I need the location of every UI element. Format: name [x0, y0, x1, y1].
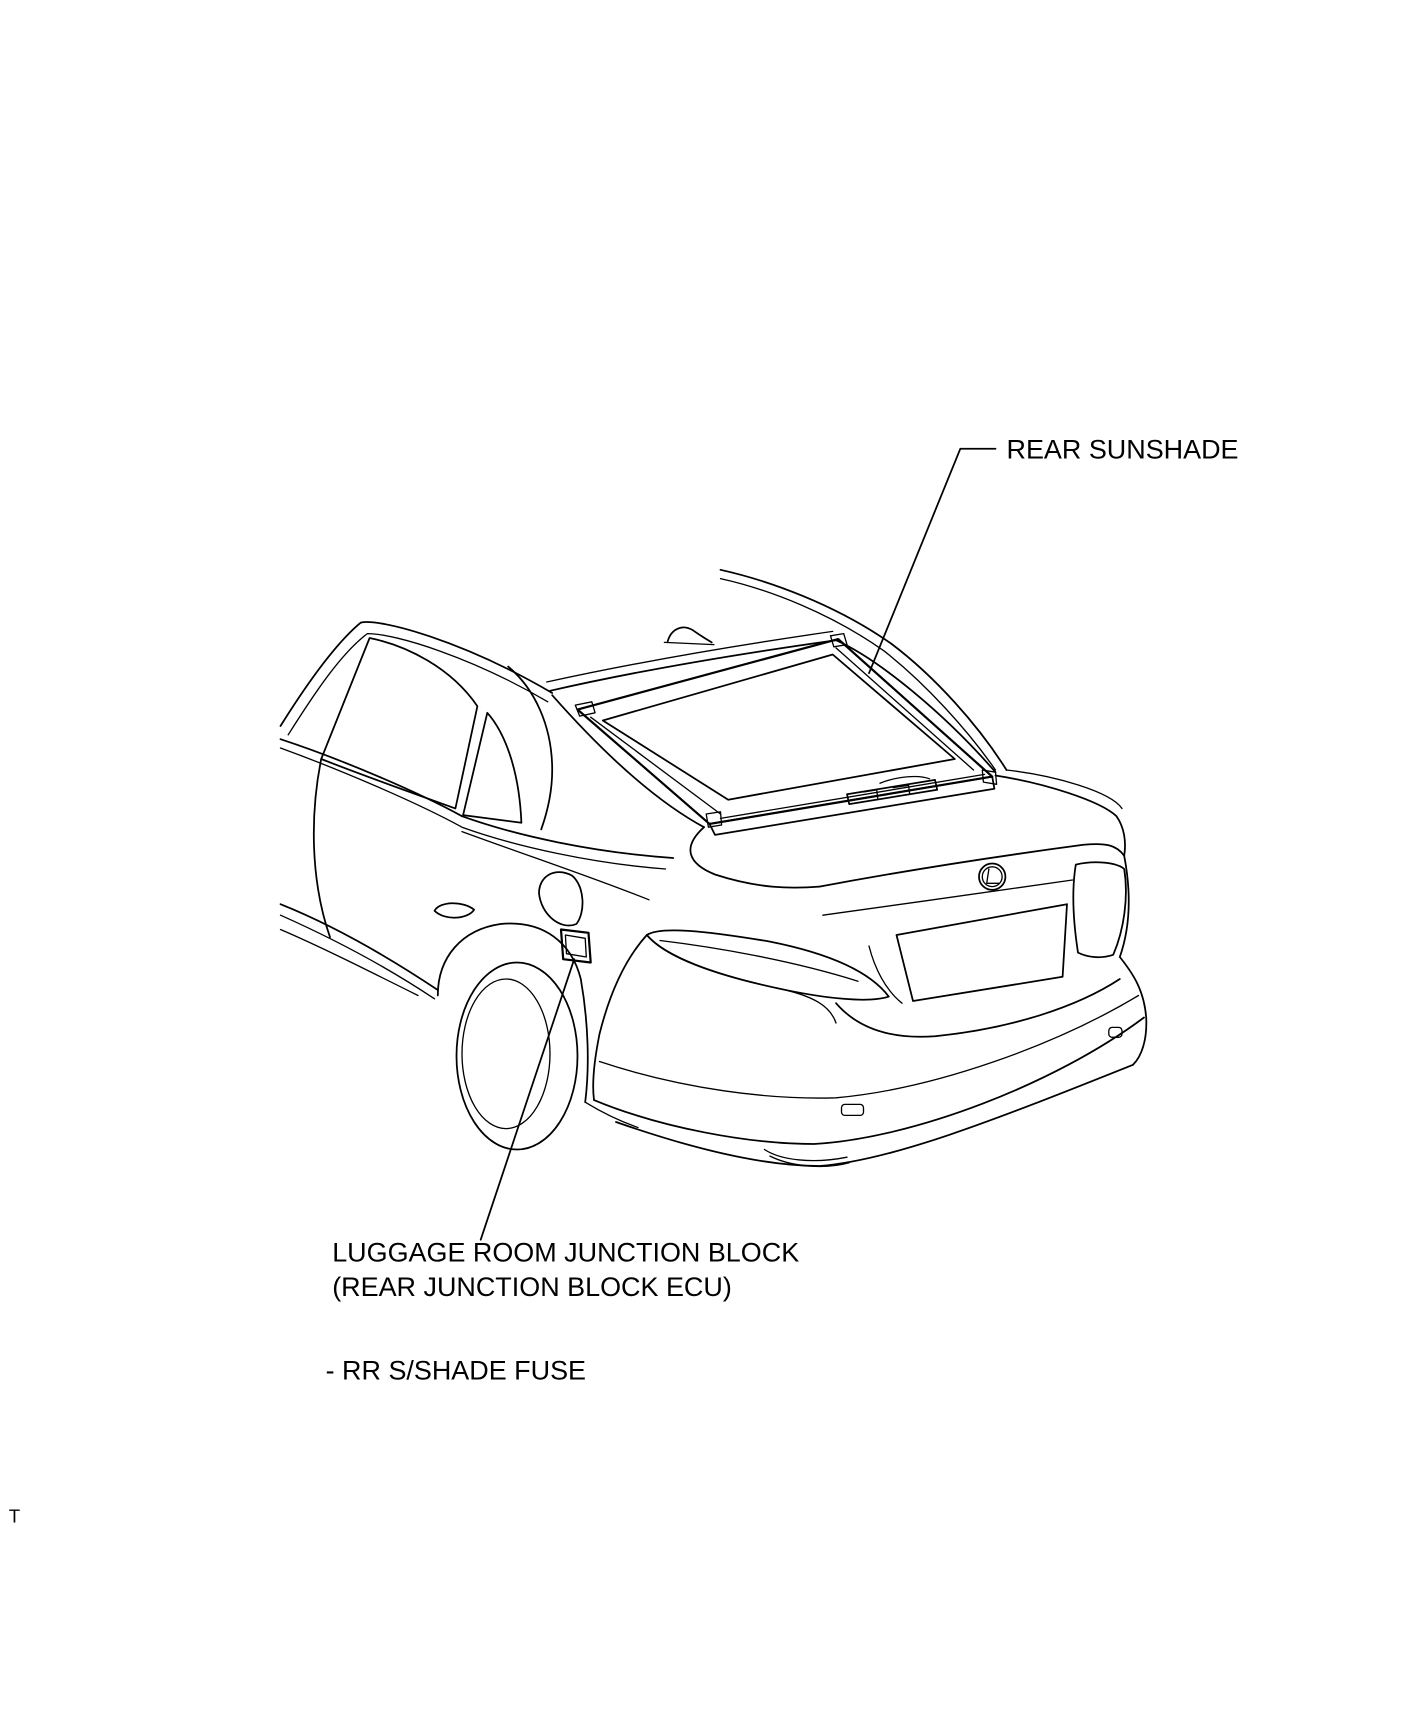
roof-inner-line [287, 632, 549, 736]
left-taillight-inner [659, 939, 859, 982]
belt-moulding-upper [279, 738, 675, 859]
bumper-right-side [1118, 854, 1148, 1066]
label-rear-sunshade: REAR SUNSHADE [1006, 435, 1238, 465]
emblem-inner-ring [981, 866, 1003, 888]
sunshade-inner-window [601, 653, 956, 801]
trunk-right-edge [994, 774, 1126, 857]
leader-line-rear-sunshade [868, 447, 997, 675]
c-pillar-line [507, 665, 554, 831]
far-roof-outer-line [719, 568, 1008, 771]
trunk-rear-edge [818, 843, 1126, 888]
far-roof-inner-line [719, 577, 997, 771]
rear-window-glass [546, 630, 997, 829]
rear-fender-line [592, 934, 648, 1101]
sunshade-mechanism-detail [862, 775, 931, 800]
roof-outer-line [279, 621, 554, 727]
antenna-base [663, 641, 715, 646]
car-roof-and-side-windows [279, 621, 715, 831]
sunshade-corner-bracket-right [981, 769, 998, 785]
bumper-sensor-right [1108, 1026, 1123, 1038]
belt-moulding-lower [279, 747, 667, 870]
sunshade-corner-bracket-top-right [829, 632, 848, 648]
trunk-left-edge [689, 826, 821, 889]
bumper-main-line [593, 1016, 1145, 1145]
label-junction-block: LUGGAGE ROOM JUNCTION BLOCK [332, 1238, 799, 1268]
emblem-letter [986, 868, 1000, 884]
bumper-sensor-left [840, 1103, 865, 1117]
trunk-garnish-crease [822, 879, 1074, 916]
lower-body-behind-wheel [584, 1101, 639, 1129]
shark-fin-antenna [666, 626, 713, 644]
fuel-door [538, 871, 584, 927]
rear-bumper [593, 854, 1148, 1168]
sunshade-bottom-bar [708, 775, 996, 836]
rear-sunshade-assembly [574, 632, 998, 836]
emblem-outer-ring [978, 862, 1007, 891]
rear-door-glass [320, 637, 479, 810]
bumper-left-join [774, 987, 837, 1024]
sunshade-left-rail [590, 716, 722, 815]
bumper-top-line [835, 978, 1121, 1038]
bumper-lower-edge [615, 1063, 1134, 1167]
rear-quarter-crease [461, 830, 650, 901]
sill-line [279, 928, 419, 997]
sunshade-mechanism [846, 779, 939, 805]
car-body-side [279, 738, 675, 1101]
rear-glass-right-edge [835, 639, 997, 774]
bumper-crease [598, 994, 1140, 1099]
junction-block-box [559, 928, 592, 964]
rear-quarter-glass [462, 711, 523, 824]
rear-door-edge [312, 758, 331, 939]
rocker-panel-lower [279, 914, 436, 1000]
rear-wheel [436, 922, 639, 1151]
right-taillight [1072, 861, 1127, 959]
rear-glass-left-edge [551, 694, 705, 829]
door-handle [433, 902, 475, 919]
rear-glass-top-edge-upper [546, 630, 834, 683]
rear-glass-top-edge [549, 639, 837, 692]
license-garnish-side [868, 945, 903, 1004]
luggage-room-junction-block [559, 928, 592, 964]
car-rear-trunk [689, 769, 1126, 1004]
leader-line-junction-block [479, 958, 576, 1241]
sunshade-right-rail [835, 647, 975, 771]
label-fuse: - RR S/SHADE FUSE [326, 1355, 586, 1385]
wheel-arch [436, 922, 589, 1104]
license-plate-recess [895, 903, 1068, 1002]
sunshade-bar-inner-line [719, 773, 986, 820]
tire-inner [461, 978, 551, 1130]
corner-mark: T [9, 1505, 20, 1526]
sunshade-corner-bracket-left [705, 811, 723, 828]
sunshade-corner-bracket-top-left [574, 701, 596, 717]
rocker-panel-upper [279, 903, 439, 991]
car-far-side-roof [719, 568, 1008, 771]
label-junction-block-ecu: (REAR JUNCTION BLOCK ECU) [332, 1272, 732, 1302]
lexus-emblem [978, 862, 1007, 891]
left-taillight [645, 929, 890, 1001]
tire-outer [455, 961, 579, 1151]
taillights [645, 861, 1127, 1001]
junction-block-face [564, 934, 587, 958]
far-rear-pillar-edge [1005, 769, 1123, 810]
exhaust-tips [763, 1148, 850, 1168]
